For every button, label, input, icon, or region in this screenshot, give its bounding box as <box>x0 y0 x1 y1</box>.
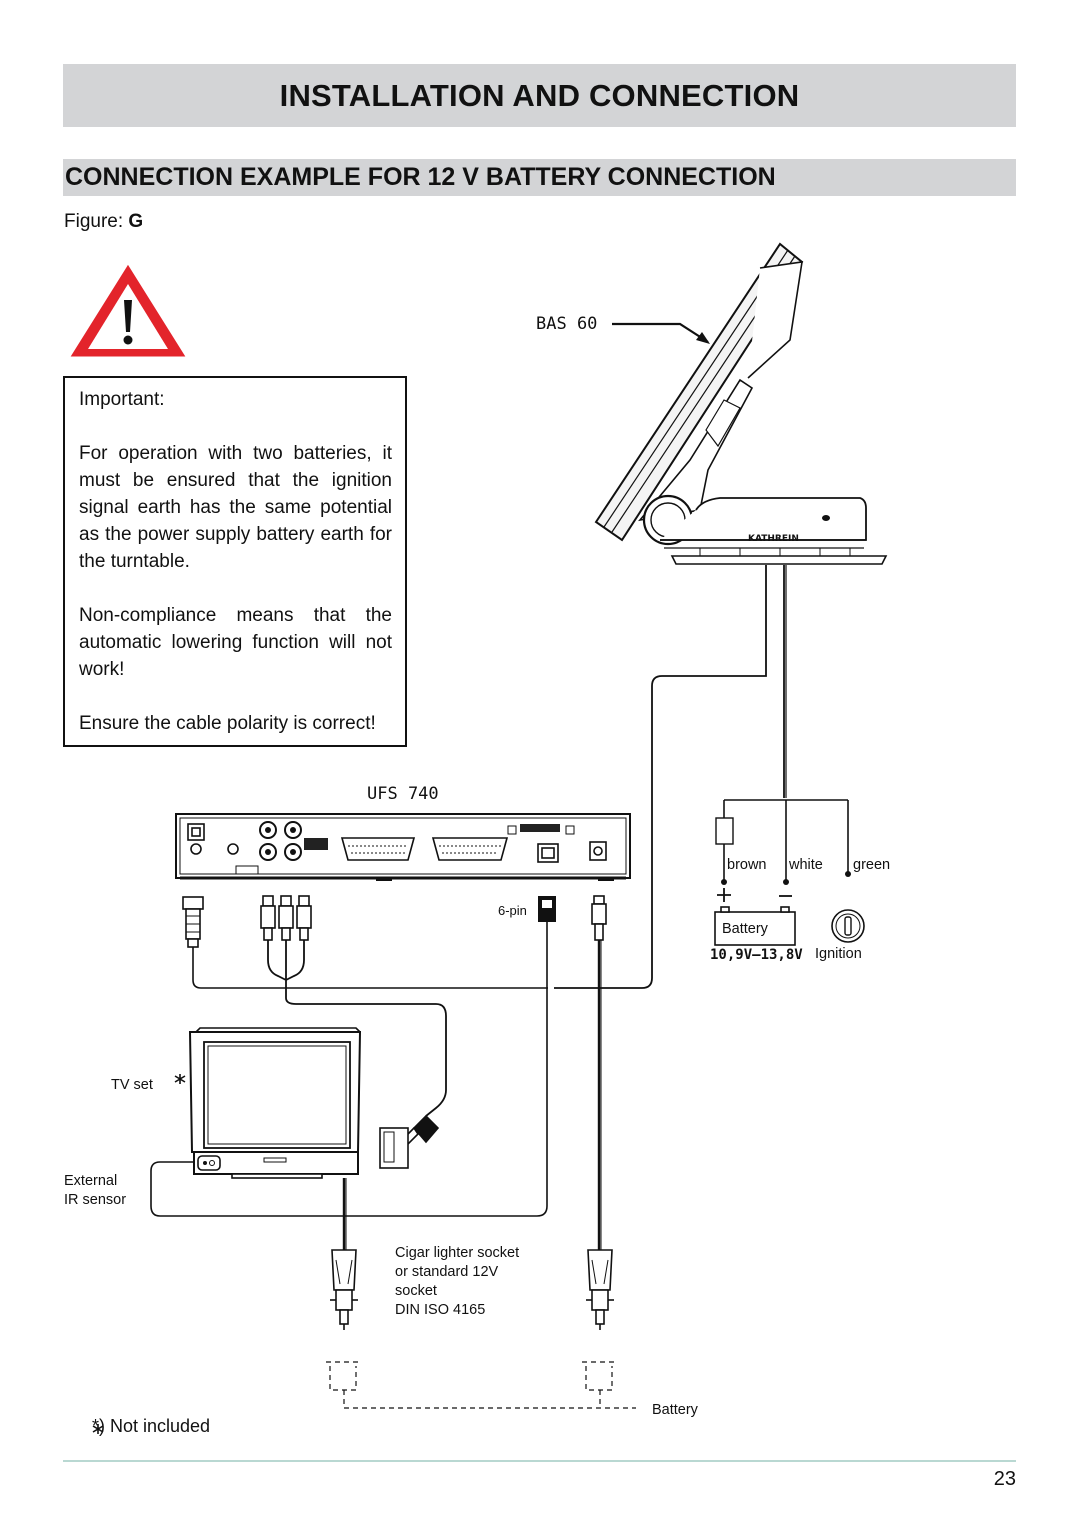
figure-letter: G <box>128 211 144 232</box>
page-number: 23 <box>993 1468 1016 1490</box>
notice-paragraph: For operation with two batteries, it mus… <box>79 443 392 572</box>
notice-title: Important: <box>79 389 165 410</box>
battery-bottom-label: Battery <box>652 1402 698 1418</box>
wire-white-label: white <box>789 857 823 873</box>
antenna-drawing <box>594 242 888 565</box>
socket-label-line1: Cigar lighter socket <box>395 1245 520 1261</box>
section-title: CONNECTION EXAMPLE FOR 12 V BATTERY CONN… <box>65 163 776 191</box>
receiver-label: UFS 740 <box>367 784 439 804</box>
pin-label: 6-pin <box>498 903 527 918</box>
footer-divider <box>63 1460 1016 1462</box>
receiver-drawing <box>175 813 631 881</box>
wire-brown-label: brown <box>727 857 767 873</box>
ir-sensor-label-line1: External <box>64 1173 118 1189</box>
cigar-plug-right <box>586 1249 614 1330</box>
ir-sensor-label-line2: IR sensor <box>64 1192 127 1208</box>
figure-label: Figure: G <box>64 211 143 233</box>
tv-set-label: TV set <box>111 1077 153 1093</box>
battery-voltage: 10,9V–13,8V <box>710 947 803 963</box>
footnote: *) Not included <box>92 1416 211 1436</box>
section-header: CONNECTION EXAMPLE FOR 12 V BATTERY CONN… <box>63 159 1016 196</box>
chapter-title: INSTALLATION AND CONNECTION <box>279 77 800 113</box>
notice-paragraph: Non-compliance means that the automatic … <box>79 605 392 680</box>
notice-paragraph: Ensure the cable polarity is correct! <box>79 713 376 734</box>
important-notice: Important: For operation with two batter… <box>63 376 407 747</box>
antenna-label: BAS 60 <box>536 314 598 334</box>
socket-label-line4: DIN ISO 4165 <box>395 1302 486 1318</box>
tv-set-drawing <box>188 1027 362 1179</box>
chapter-header: INSTALLATION AND CONNECTION <box>63 64 1016 127</box>
scart-plug <box>379 1114 440 1169</box>
figure-prefix: Figure: <box>64 211 129 232</box>
socket-label-line3: socket <box>395 1283 437 1299</box>
cigar-plug-left <box>330 1249 358 1330</box>
wire-green-label: green <box>853 857 891 873</box>
socket-label-line2: or standard 12V <box>395 1264 499 1280</box>
warning-icon <box>66 260 190 360</box>
antenna-brand: KATHREIN <box>748 534 799 544</box>
rca-plugs <box>260 895 312 941</box>
ignition-label: Ignition <box>815 946 862 962</box>
dashed-sockets <box>326 1361 636 1409</box>
battery-label: Battery <box>722 921 768 937</box>
